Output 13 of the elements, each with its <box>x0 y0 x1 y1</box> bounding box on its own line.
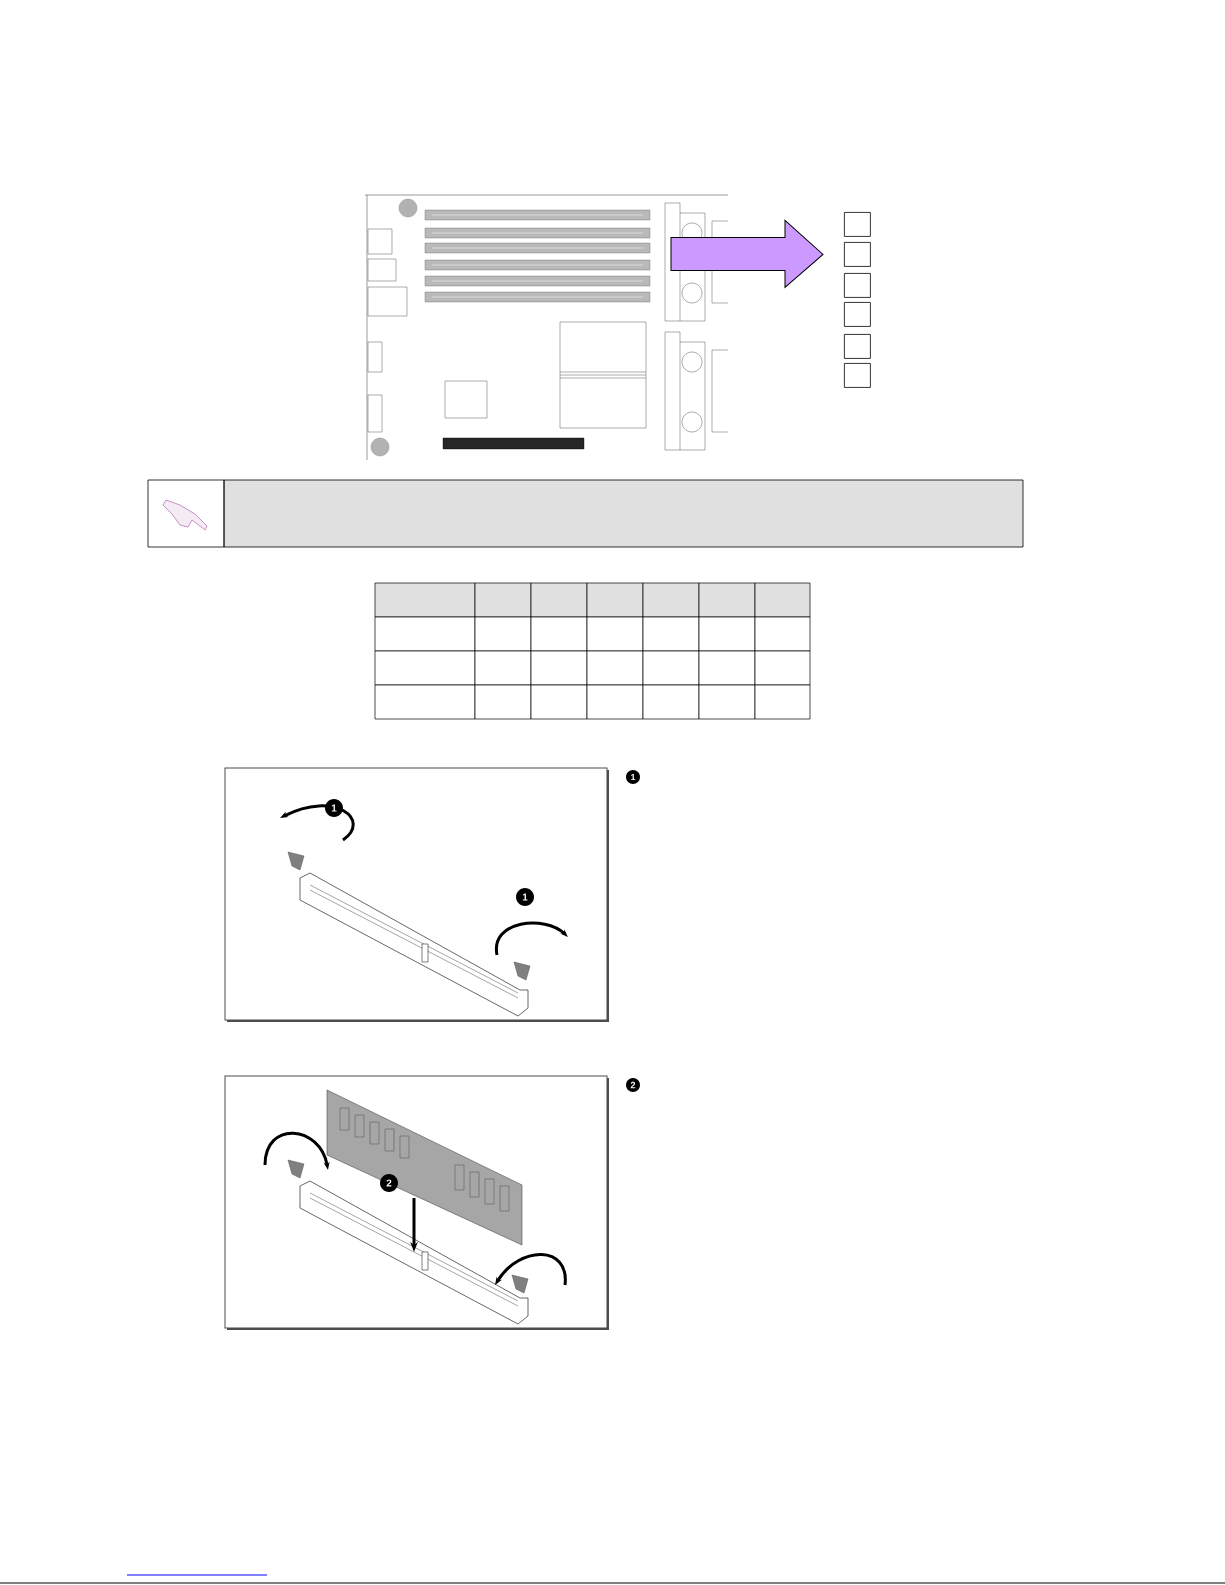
callout-number: 1 <box>325 799 343 817</box>
empty-box <box>844 242 871 267</box>
empty-box <box>844 334 871 359</box>
step-number: 1 <box>626 770 640 784</box>
callout-number: 1 <box>516 888 534 906</box>
block-arrow <box>670 219 824 288</box>
empty-box <box>844 212 871 237</box>
circuit-board-drawing <box>364 194 729 461</box>
empty-box <box>844 302 871 327</box>
callout-number: 2 <box>380 1174 398 1192</box>
step-number: 2 <box>626 1078 640 1092</box>
empty-box <box>844 363 871 388</box>
empty-box <box>844 273 871 298</box>
